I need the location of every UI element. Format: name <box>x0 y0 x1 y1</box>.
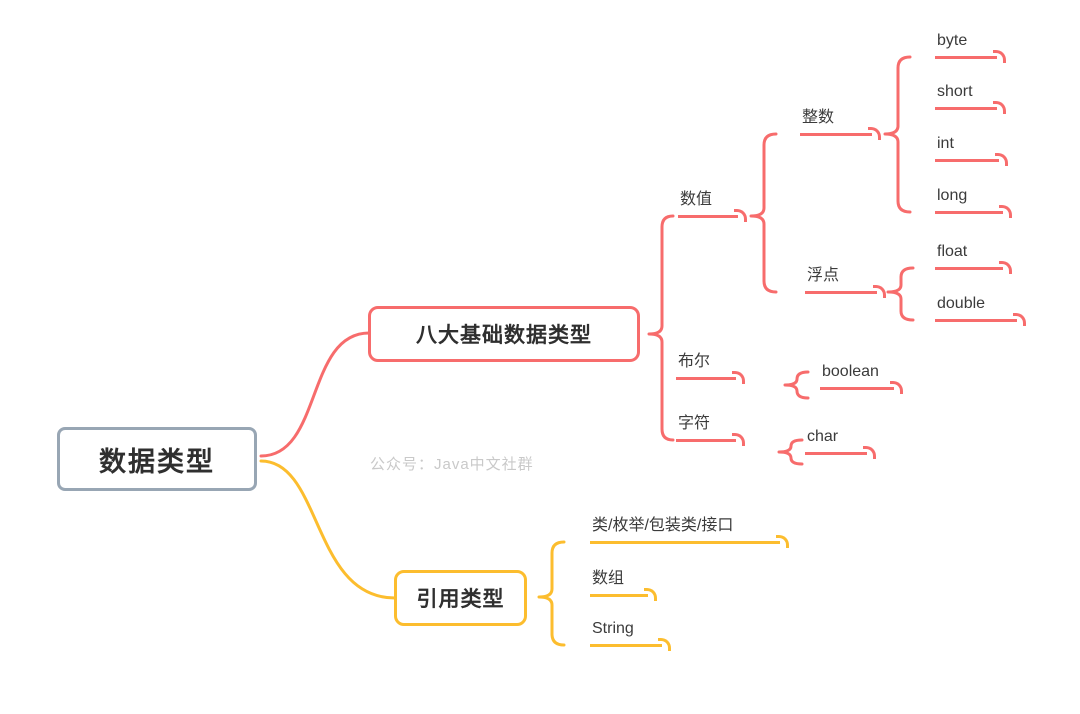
watermark-text: 公众号：Java中文社群 <box>370 456 534 473</box>
leaf-float[interactable]: float <box>935 242 1012 274</box>
branch-basic-types[interactable]: 八大基础数据类型 <box>368 306 640 362</box>
leaf-array[interactable]: 数组 <box>590 569 657 601</box>
leaf-string[interactable]: String <box>590 619 671 651</box>
brace-floating-children <box>886 266 915 322</box>
leaf-short[interactable]: short <box>935 82 1006 114</box>
brace-char-child <box>777 438 804 466</box>
brace-reference-children <box>537 540 566 647</box>
connector-root-to-basic-types <box>259 331 371 458</box>
branch-basic-types-label: 八大基础数据类型 <box>416 324 592 347</box>
leaf-boolean[interactable]: boolean <box>820 362 903 394</box>
brace-basic-types-children <box>647 214 675 442</box>
leaf-class-enum-wrapper-interface[interactable]: 类/枚举/包装类/接口 <box>590 516 789 548</box>
branch-reference-types[interactable]: 引用类型 <box>394 570 527 626</box>
leaf-double[interactable]: double <box>935 294 1026 326</box>
leaf-long[interactable]: long <box>935 186 1012 218</box>
node-char-category[interactable]: 字符 <box>676 414 745 446</box>
brace-integer-children <box>883 55 912 214</box>
node-integer[interactable]: 整数 <box>800 108 881 140</box>
brace-boolean-child <box>783 370 810 400</box>
node-boolean-category[interactable]: 布尔 <box>676 352 745 384</box>
branch-reference-types-label: 引用类型 <box>416 588 505 611</box>
root-node[interactable]: 数据类型 <box>57 427 257 491</box>
leaf-int[interactable]: int <box>935 134 1008 166</box>
leaf-char[interactable]: char <box>805 427 876 459</box>
connector-root-to-reference-types <box>259 459 397 600</box>
node-numeric[interactable]: 数值 <box>678 190 747 222</box>
brace-numeric-children <box>749 132 778 294</box>
root-node-label: 数据类型 <box>99 446 215 477</box>
node-floating[interactable]: 浮点 <box>805 266 886 298</box>
leaf-byte[interactable]: byte <box>935 31 1006 63</box>
